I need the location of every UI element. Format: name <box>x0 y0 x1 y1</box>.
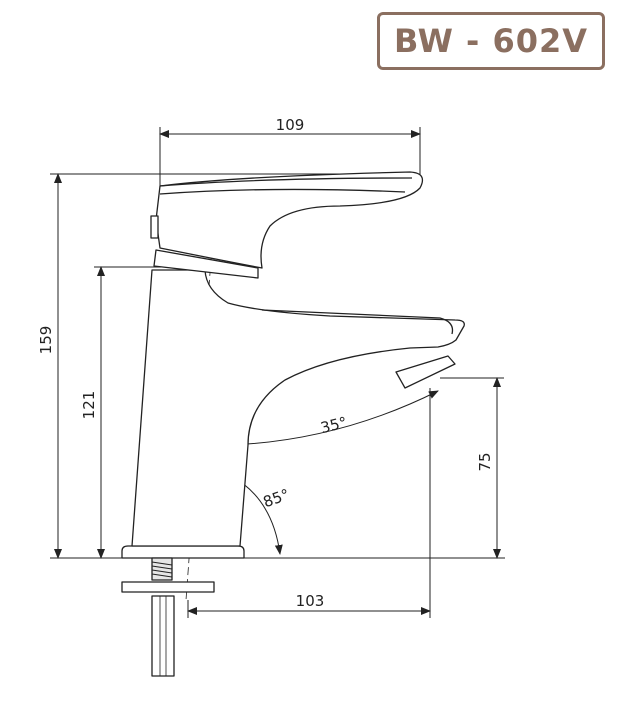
faucet-body <box>131 269 465 547</box>
back-button <box>150 215 159 239</box>
label-spout-height: 75 <box>476 452 494 471</box>
model-label: BW - 602V <box>393 22 589 60</box>
handle-ring <box>153 249 259 279</box>
label-spout-angle: 35° <box>319 413 349 437</box>
label-body-height: 121 <box>80 391 98 420</box>
label-reach: 103 <box>296 592 325 610</box>
lever-handle <box>155 171 424 269</box>
lower-nut <box>151 595 175 677</box>
label-body-angle: 85° <box>261 485 292 511</box>
label-width: 109 <box>276 116 305 134</box>
base-plate <box>121 545 245 559</box>
label-total-height: 159 <box>37 326 55 355</box>
washer-plate <box>121 581 215 593</box>
aerator <box>395 355 456 389</box>
model-badge: BW - 602V <box>377 12 605 70</box>
